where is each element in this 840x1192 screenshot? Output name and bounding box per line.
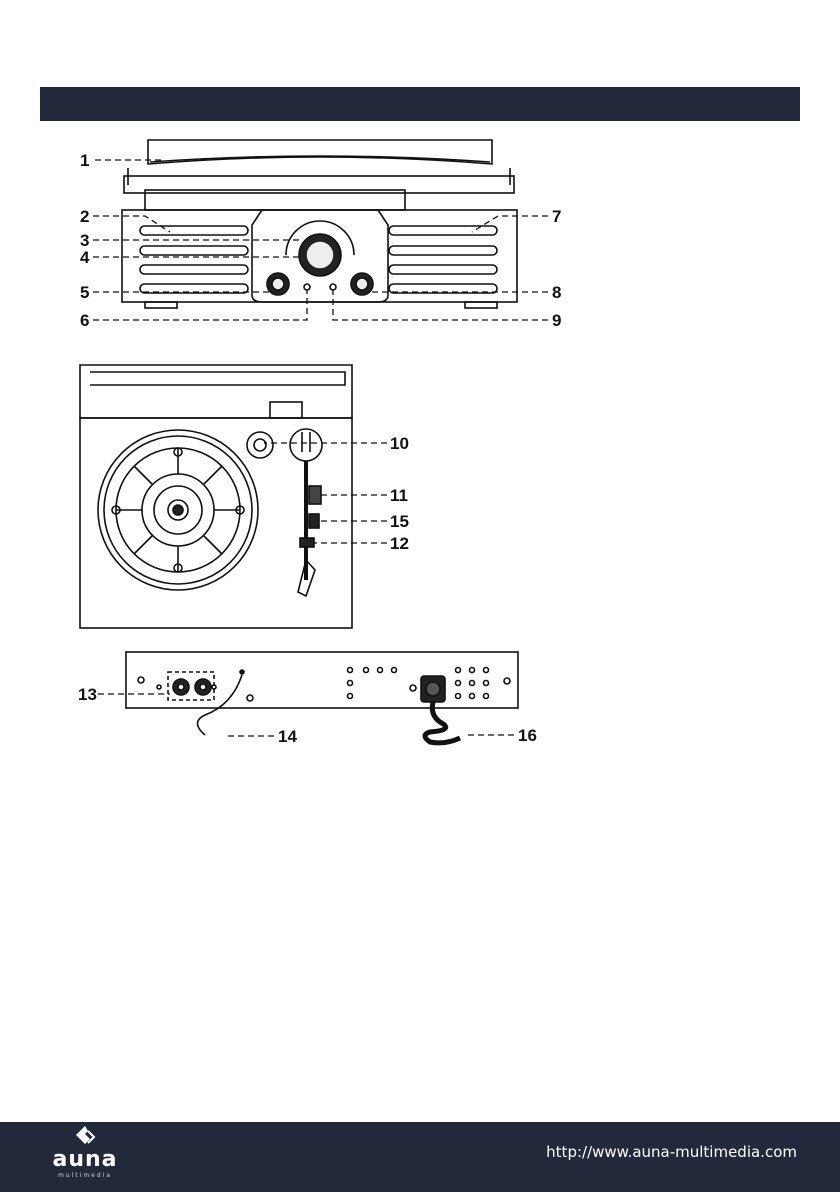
callout-13: 13: [78, 685, 97, 704]
back-view: [126, 652, 518, 743]
callout-14: 14: [278, 727, 297, 746]
callout-16: 16: [518, 726, 537, 745]
callout-8: 8: [552, 283, 561, 302]
footer-bar: auna multimedia http://www.auna-multimed…: [0, 1122, 840, 1192]
callout-7: 7: [552, 207, 561, 226]
callout-10: 10: [390, 434, 409, 453]
callout-12: 12: [390, 534, 409, 553]
callout-15: 15: [390, 512, 409, 531]
callout-4: 4: [80, 248, 90, 267]
callout-1: 1: [80, 151, 89, 170]
website-link[interactable]: http://www.auna-multimedia.com: [546, 1143, 797, 1161]
callout-5: 5: [80, 283, 89, 302]
product-diagram: 1 2 3 4 5 6 7 8 9 10 11 15 12 13 14 16: [0, 0, 840, 1120]
logo-subtext: multimedia: [45, 1172, 125, 1179]
logo-text: auna: [45, 1147, 125, 1172]
callout-2: 2: [80, 207, 89, 226]
callout-11: 11: [390, 486, 408, 505]
front-view: [122, 140, 517, 308]
callout-6: 6: [80, 311, 89, 330]
top-view: [80, 365, 352, 628]
callout-9: 9: [552, 311, 561, 330]
